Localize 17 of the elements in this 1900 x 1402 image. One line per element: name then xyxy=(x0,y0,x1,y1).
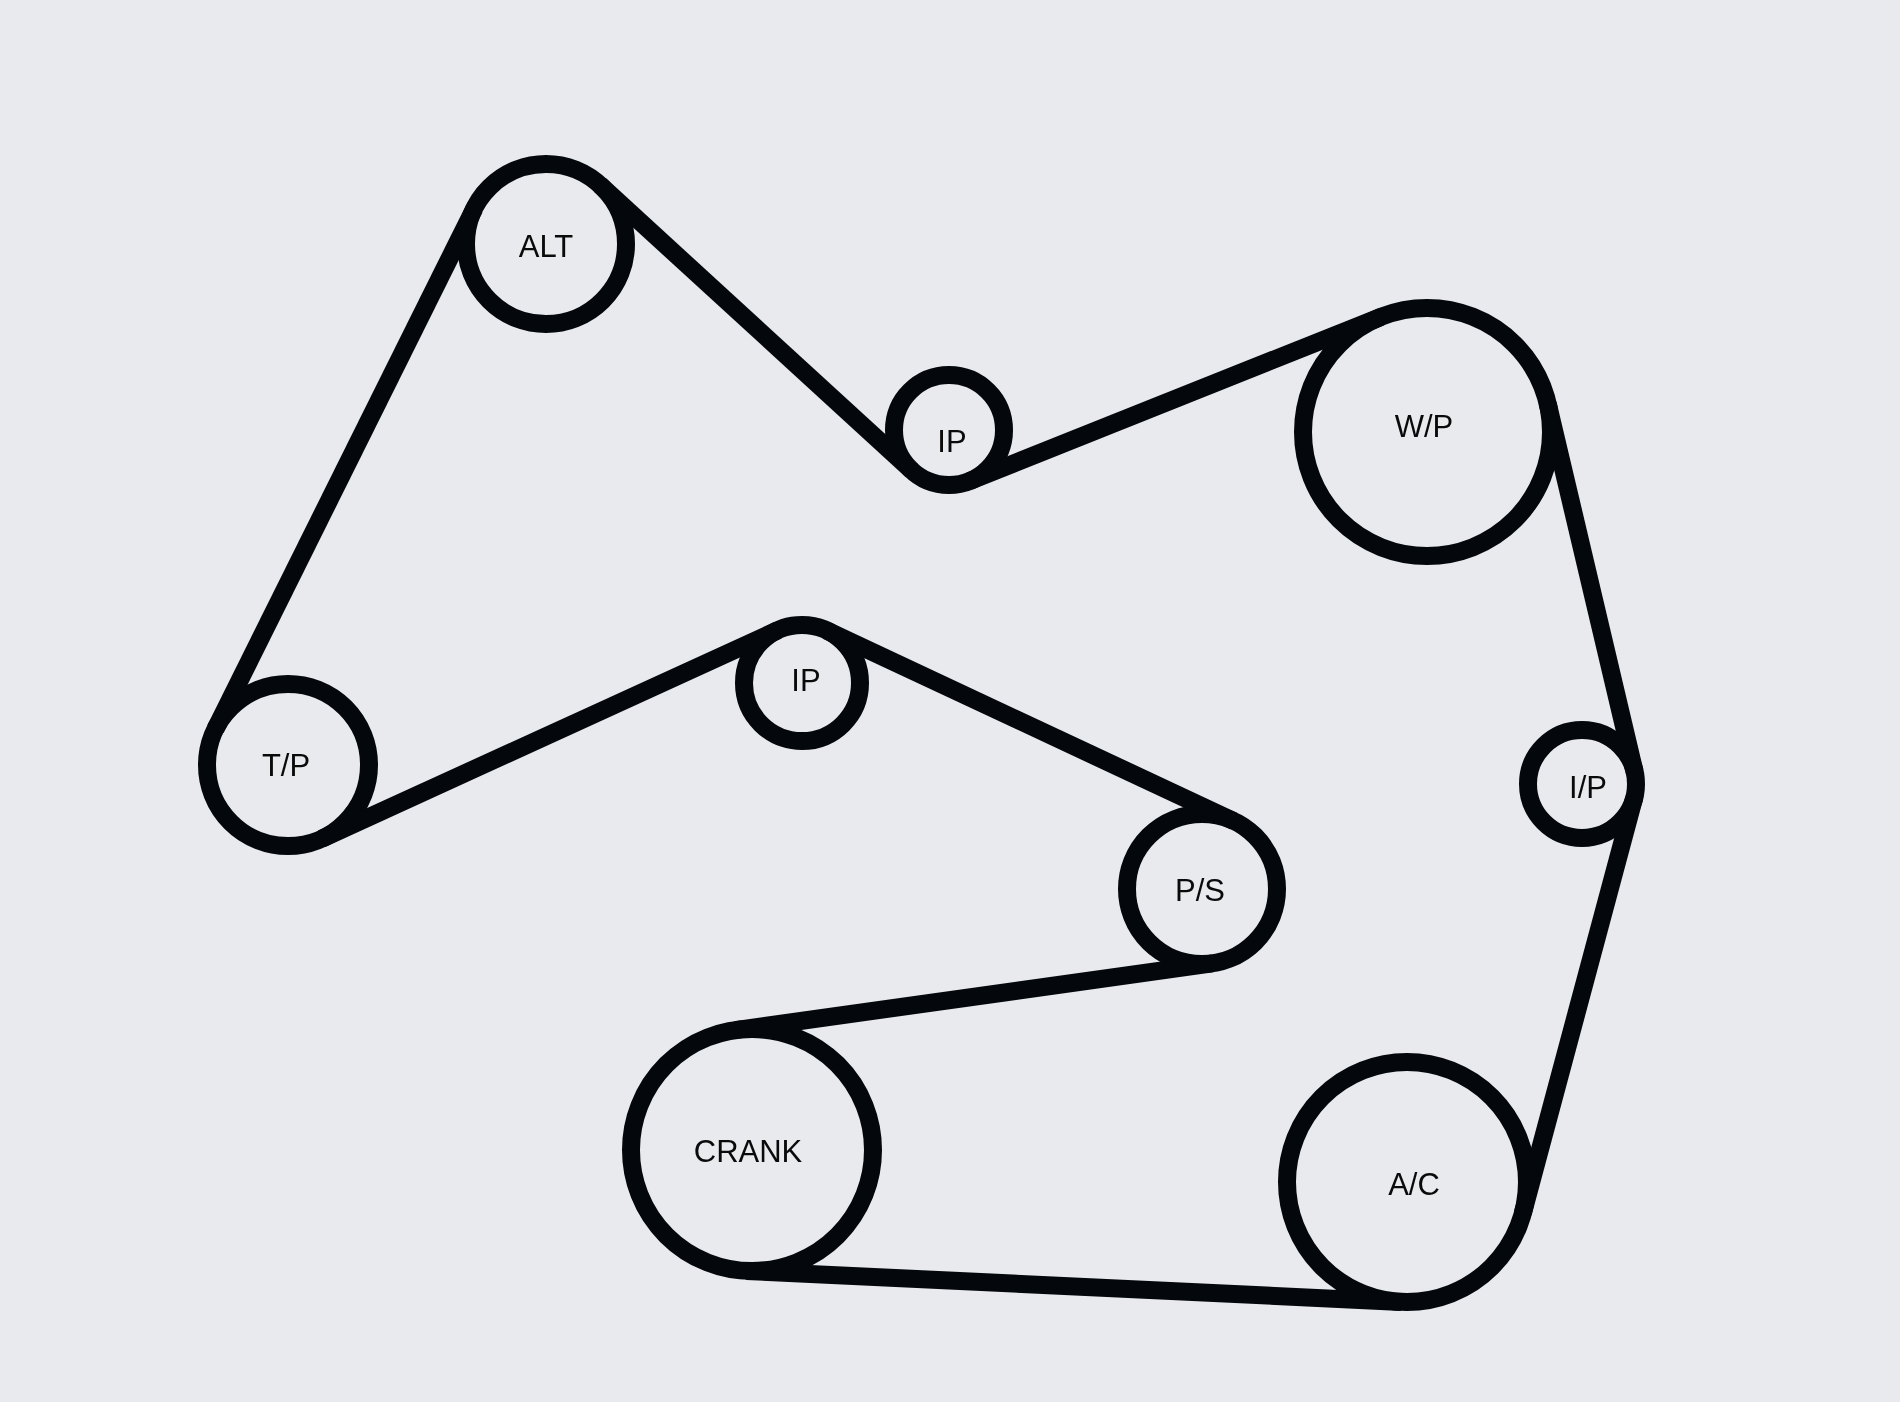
belt-segment xyxy=(822,622,1238,830)
belt-segment xyxy=(1538,401,1644,774)
belt-segment xyxy=(593,178,918,478)
pulley-label: I/P xyxy=(1569,770,1607,806)
belt-segment xyxy=(207,204,483,733)
pulley-label: W/P xyxy=(1394,409,1454,445)
pulley-label: IP xyxy=(791,663,821,699)
belt-segment xyxy=(317,622,782,847)
belt-segment xyxy=(966,308,1385,490)
pulley-label: P/S xyxy=(1175,873,1225,909)
pulley-label: IP xyxy=(937,424,967,460)
pulley-label: ALT xyxy=(518,229,574,265)
pulley-label: A/C xyxy=(1388,1167,1440,1203)
pulley-label: T/P xyxy=(261,748,311,784)
pulley-label: CRANK xyxy=(693,1134,803,1170)
belt-segment xyxy=(733,954,1214,1040)
belt-segment xyxy=(1514,795,1643,1216)
